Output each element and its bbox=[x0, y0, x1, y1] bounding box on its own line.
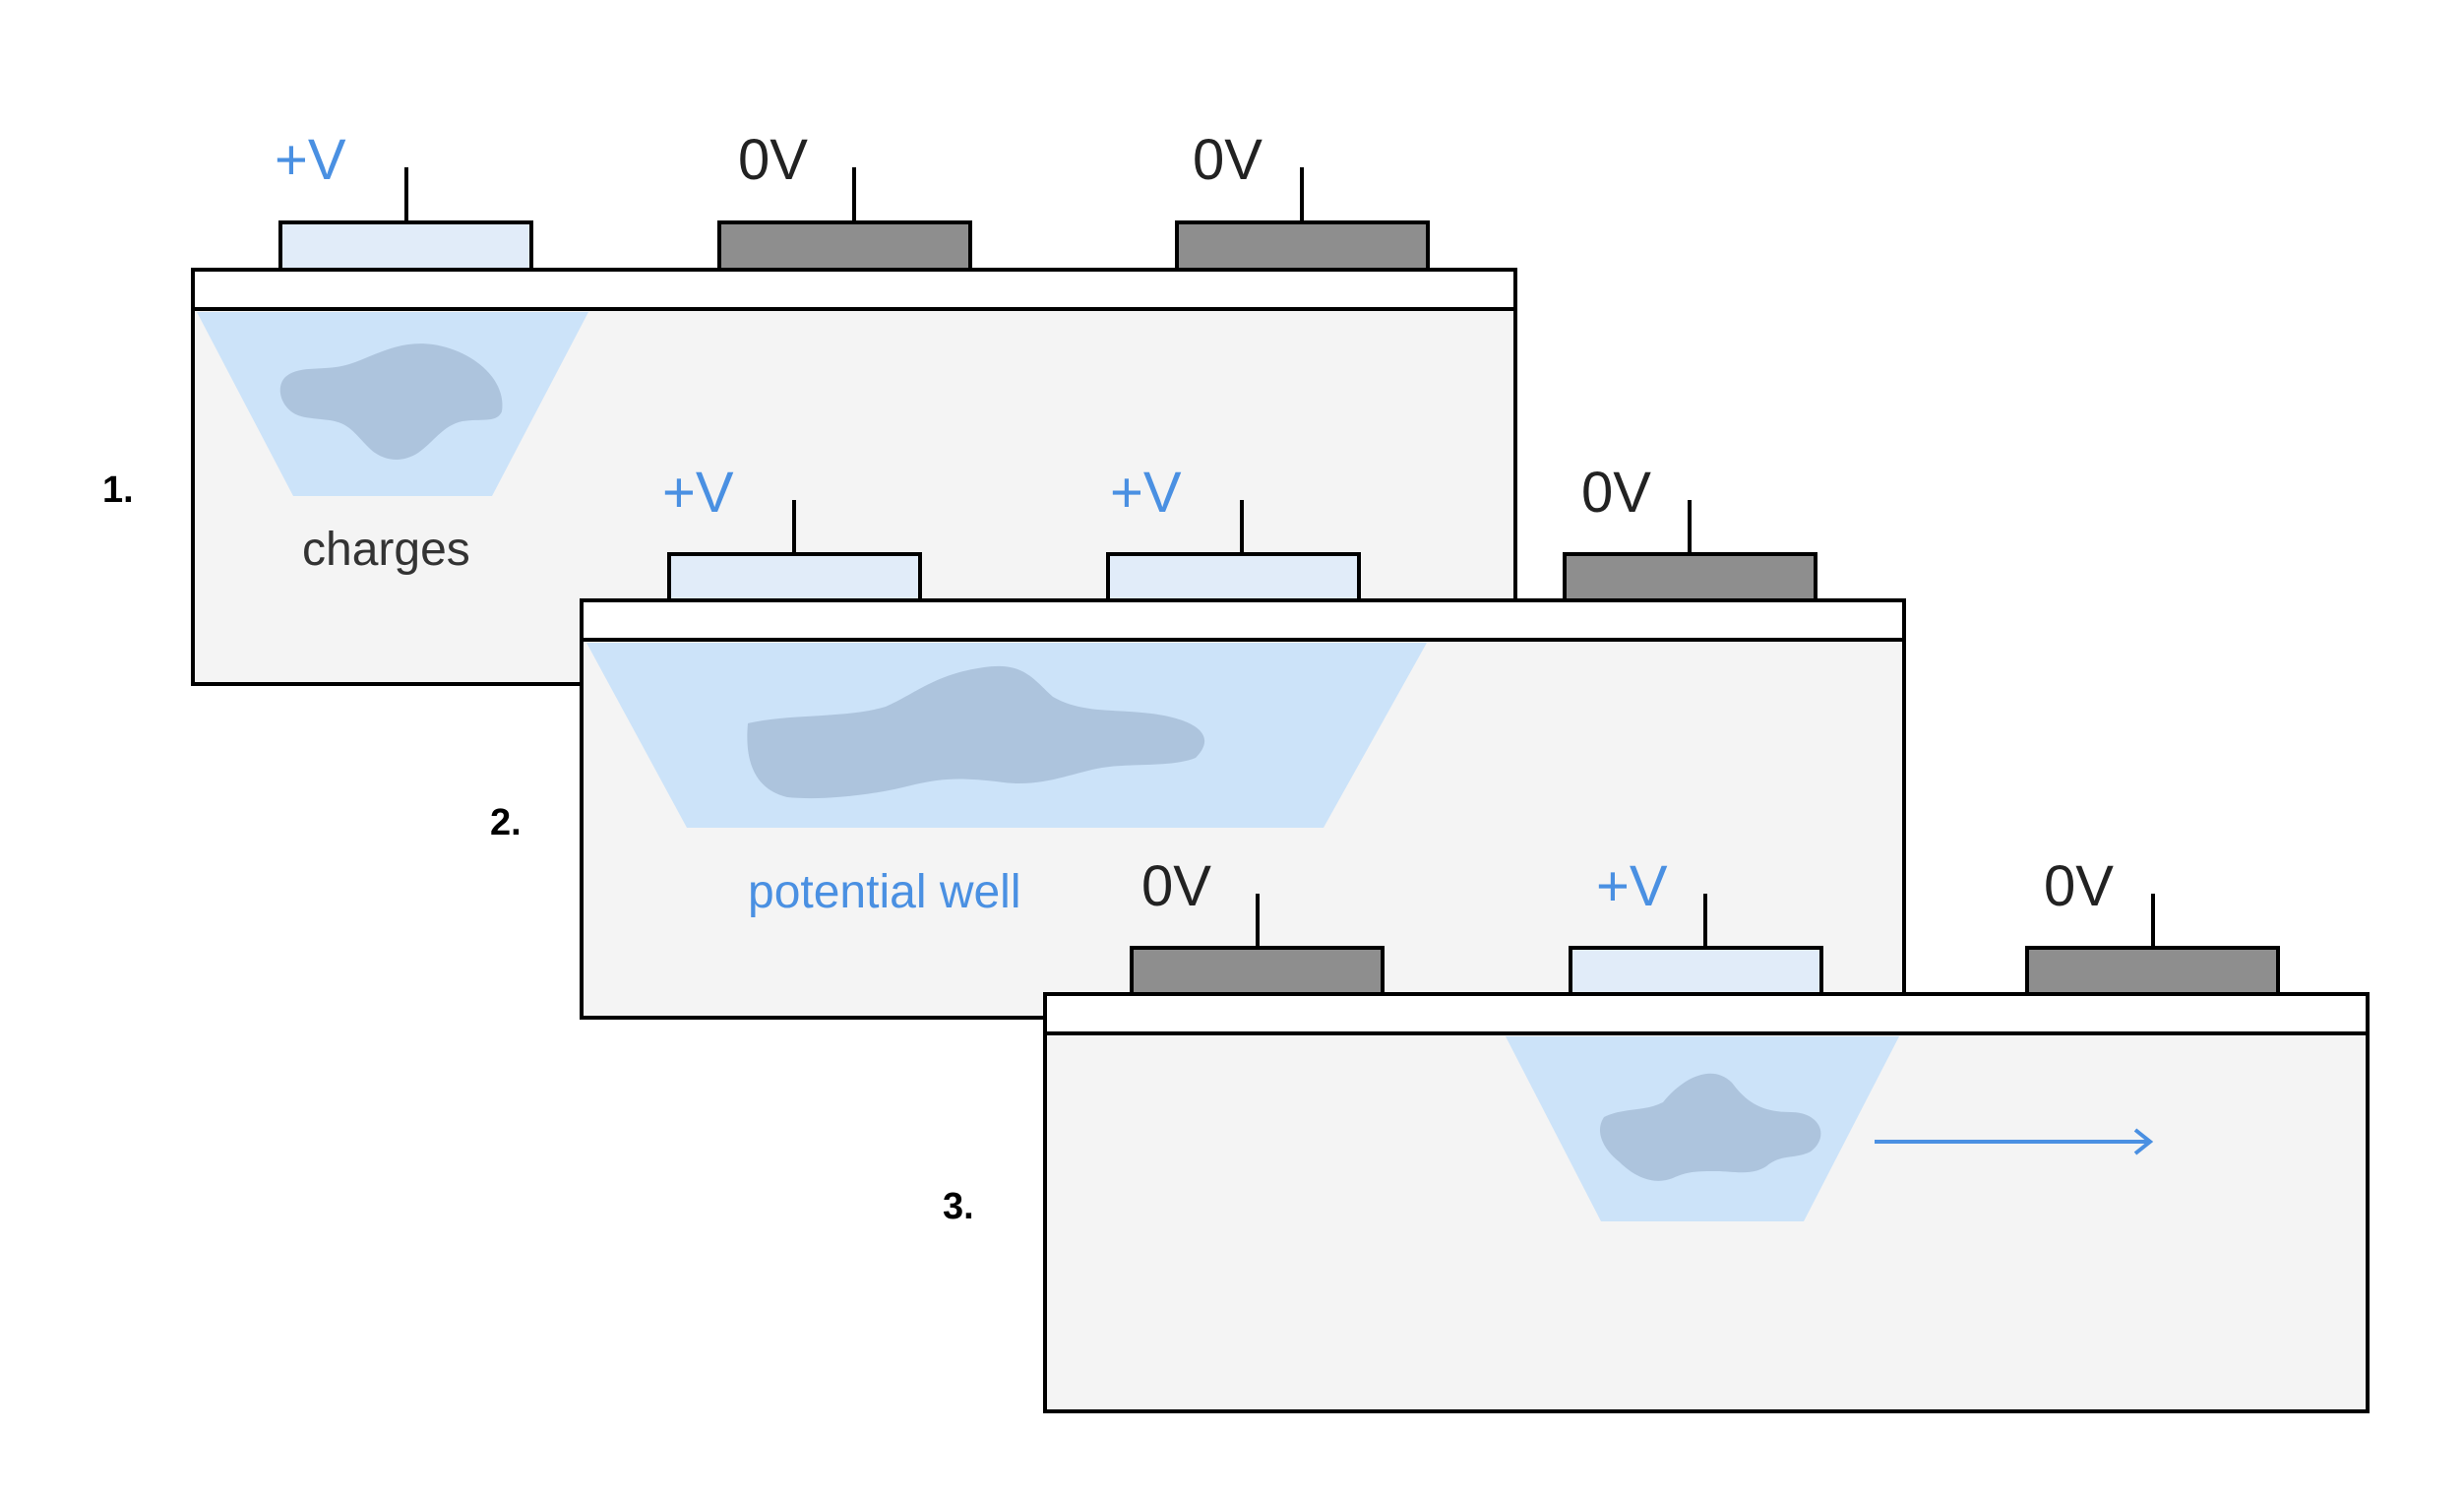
gate-1-voltage: +V bbox=[662, 461, 734, 525]
gate-2 bbox=[1569, 946, 1823, 996]
step-label-3: 3. bbox=[943, 1186, 974, 1227]
gate-3 bbox=[2025, 946, 2280, 996]
gate-2-voltage: 0V bbox=[738, 128, 808, 192]
panel-3: 0V +V 0V 3. bbox=[943, 854, 2370, 1413]
oxide-layer bbox=[580, 598, 1906, 642]
gate-1-voltage: +V bbox=[275, 128, 346, 192]
gate-3-voltage: 0V bbox=[1193, 128, 1263, 192]
panel-1: +V 0V 0V 1. charges bbox=[102, 128, 1517, 686]
step-label-1: 1. bbox=[102, 469, 134, 511]
oxide-layer bbox=[191, 268, 1517, 311]
gate-2-voltage: +V bbox=[1110, 461, 1182, 525]
charge-packet bbox=[279, 343, 503, 460]
gate-3 bbox=[1175, 220, 1430, 272]
gate-2 bbox=[1106, 552, 1361, 602]
gate-1 bbox=[278, 220, 533, 272]
charges-caption: charges bbox=[302, 524, 470, 576]
gate-1 bbox=[667, 552, 922, 602]
gate-1-voltage: 0V bbox=[1141, 854, 1211, 918]
gate-2-voltage: +V bbox=[1596, 854, 1668, 918]
charge-packet bbox=[1599, 1073, 1821, 1181]
gate-2 bbox=[717, 220, 972, 272]
potential-well-caption: potential well bbox=[748, 866, 1021, 918]
charge-packet bbox=[747, 665, 1205, 799]
transfer-arrow bbox=[1875, 1128, 2154, 1155]
gate-3 bbox=[1563, 552, 1817, 602]
step-label-2: 2. bbox=[490, 802, 522, 843]
oxide-layer bbox=[1043, 992, 2370, 1035]
gate-1 bbox=[1130, 946, 1385, 996]
gate-3-voltage: 0V bbox=[2044, 854, 2114, 918]
gate-3-voltage: 0V bbox=[1581, 461, 1651, 525]
